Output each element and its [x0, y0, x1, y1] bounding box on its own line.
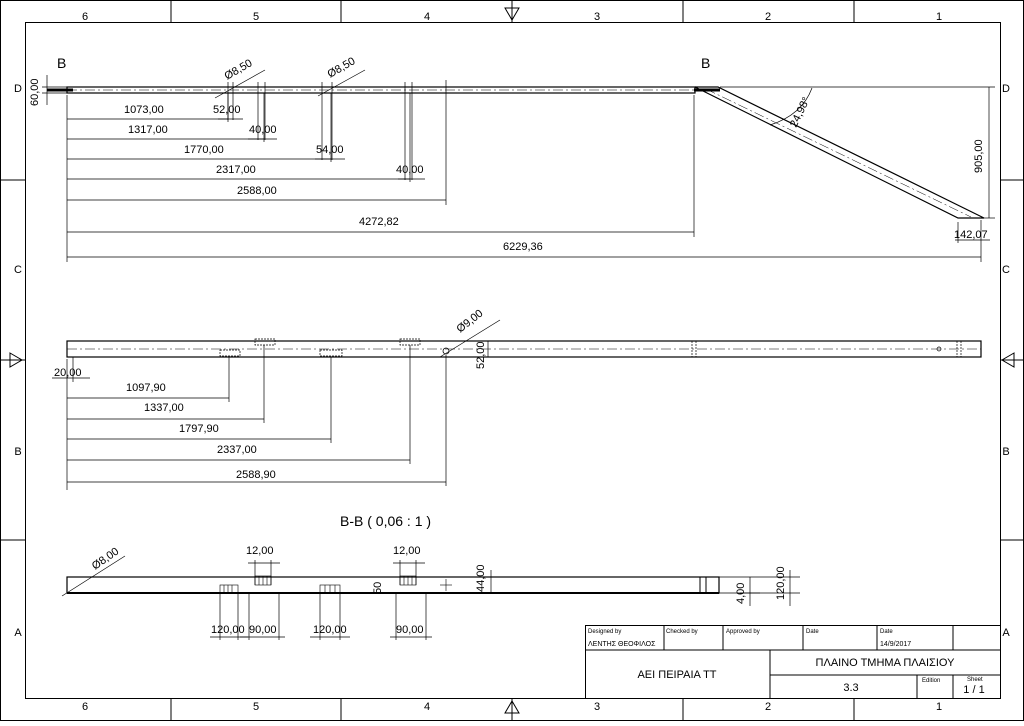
depth-dimension: 44,00 [475, 564, 487, 592]
section-view-dimensions [61, 555, 800, 640]
zone-labels: 6 5 4 3 2 1 6 5 4 3 2 1 D C B A D C B A [14, 11, 1010, 713]
spacing-54: 54,00 [316, 144, 344, 156]
drop-dimension: 905,00 [973, 139, 985, 173]
col-label: 4 [424, 11, 430, 23]
section-mark-left: B [57, 55, 66, 71]
drawing-date: 14/9/2017 [880, 641, 911, 648]
section-title: B-B ( 0,06 : 1 ) [340, 513, 431, 529]
dimension-1797: 1797,90 [179, 423, 219, 435]
col-label: 3 [594, 11, 600, 23]
middle-view-dimensions [52, 319, 501, 490]
row-label: C [1002, 264, 1010, 276]
row-label: B [14, 446, 21, 458]
row-label: A [1002, 627, 1010, 639]
spacing-40: 40,00 [249, 124, 277, 136]
dimension-1770: 1770,00 [184, 144, 224, 156]
sheet-number: 1 / 1 [963, 684, 984, 696]
end-width-dimension: 142,07 [954, 229, 988, 241]
sheet-label: Sheet [967, 677, 983, 683]
dimension-1317: 1317,00 [128, 124, 168, 136]
dimension-2588: 2588,00 [237, 185, 277, 197]
organization-name: ΑΕΙ ΠΕΙΡΑΙΑ ΤΤ [637, 669, 716, 681]
top-view-labels: B B Ø8,50 Ø8,50 60,00 24,98° 905,00 142,… [29, 55, 988, 253]
dimension-6229: 6229,36 [503, 241, 543, 253]
col-label: 4 [424, 701, 430, 713]
approved-by-label: Approved by [726, 629, 760, 635]
dimension-2337: 2337,00 [217, 444, 257, 456]
drawing-title: ΠΛΑΙΝΟ ΤΜΗΜΑ ΠΛΑΙΣΙΟΥ [816, 657, 956, 669]
dimension-1073: 1073,00 [124, 104, 164, 116]
dimension-1097: 1097,90 [126, 382, 166, 394]
section-view-geometry [66, 575, 720, 594]
checked-by-label: Checked by [666, 629, 698, 635]
dimension-2317: 2317,00 [216, 164, 256, 176]
col-label: 2 [765, 11, 771, 23]
height-dimension: 60,00 [29, 78, 41, 106]
height-dimension: 52,00 [475, 341, 487, 369]
col-label: 5 [253, 701, 259, 713]
row-label: D [14, 83, 22, 95]
row-label: C [14, 264, 22, 276]
designed-by-label: Designed by [588, 629, 621, 635]
top-view-dimensions [42, 69, 995, 262]
col-label: 6 [82, 701, 88, 713]
bottom-dimension-4: 90,00 [396, 624, 424, 636]
col-label: 3 [594, 701, 600, 713]
date-label: Date [806, 629, 819, 635]
wall-dimension: 4,00 [735, 583, 747, 604]
hole-callout: Ø9,00 [454, 307, 485, 335]
top-dimension-left: 12,00 [246, 545, 274, 557]
top-view-geometry [47, 82, 985, 219]
middle-view-labels: Ø9,00 52,00 20,00 1097,90 1337,00 1797,9… [54, 307, 487, 481]
section-view-labels: Ø8,00 12,00 12,00 120,00 90,00 120,00 90… [90, 545, 787, 636]
section-mark-right: B [701, 55, 710, 71]
spacing-52: 52,00 [213, 104, 241, 116]
dimension-1337: 1337,00 [144, 402, 184, 414]
col-label: 1 [936, 11, 942, 23]
edition-label: Edition [922, 678, 940, 684]
col-label: 5 [253, 11, 259, 23]
total-dimension: 120,00 [775, 566, 787, 600]
designer-name: ΛΕΝΤΗΣ ΘΕΟΦΙΛΟΣ [588, 641, 656, 648]
angle-dimension: 24,98° [788, 95, 813, 129]
title-block-text: Designed by Checked by Approved by Date … [588, 629, 985, 696]
row-label: A [14, 627, 22, 639]
bottom-dimension-3: 120,00 [313, 624, 347, 636]
spacing-40b: 40,00 [396, 164, 424, 176]
date-label: Date [880, 629, 893, 635]
bottom-dimension-1: 120,00 [211, 624, 245, 636]
title-block [585, 625, 1001, 699]
middle-view-geometry [66, 338, 982, 358]
offset-dimension: 20,00 [54, 367, 82, 379]
row-label: B [1002, 446, 1009, 458]
drawing-number: 3.3 [843, 682, 858, 694]
dimension-4272: 4272,82 [359, 216, 399, 228]
col-label: 2 [765, 701, 771, 713]
inner-dimension: 50 [372, 582, 384, 594]
row-label: D [1002, 83, 1010, 95]
bottom-dimension-2: 90,00 [249, 624, 277, 636]
dimension-2588: 2588,90 [236, 469, 276, 481]
col-label: 1 [936, 701, 942, 713]
top-dimension-right: 12,00 [393, 545, 421, 557]
col-label: 6 [82, 11, 88, 23]
